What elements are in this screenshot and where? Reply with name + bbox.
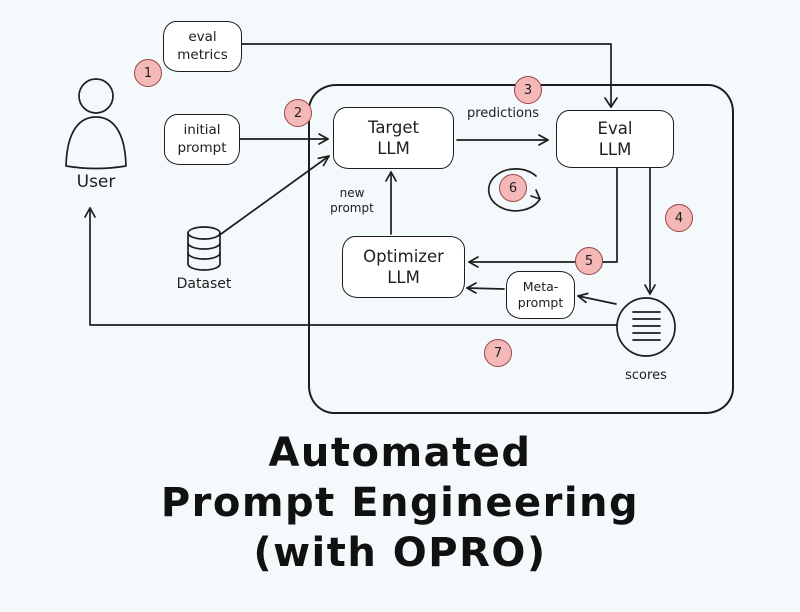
arrow-feedback-to-user — [84, 207, 617, 326]
arrow-eval-llm-to-scores — [644, 166, 656, 295]
database-icon — [187, 226, 221, 271]
step-badge-3: 3 — [514, 76, 542, 104]
arrow-eval-llm-to-optimizer-llm — [468, 166, 618, 268]
user-icon — [65, 78, 127, 170]
meta-prompt-label-line2: prompt — [517, 295, 564, 310]
target-llm-label-line1: Target — [367, 117, 420, 137]
scores-label: scores — [625, 368, 667, 383]
new-prompt-label-line1: new — [339, 186, 365, 200]
arrow-eval-metrics-to-eval-llm — [240, 43, 618, 108]
user-label: User — [76, 172, 116, 192]
eval-metrics-box: eval metrics — [163, 21, 242, 72]
initial-prompt-label-line1: initial — [183, 121, 221, 138]
arrow-dataset-to-target-llm — [220, 155, 330, 235]
target-llm-box: Target LLM — [333, 107, 454, 169]
step-badge-1: 1 — [134, 59, 162, 87]
new-prompt-label-line2: prompt — [330, 201, 374, 215]
optimizer-llm-label-line1: Optimizer — [363, 246, 444, 266]
loop-icon — [487, 168, 541, 212]
arrow-initial-prompt-to-target-llm — [238, 133, 329, 145]
title-line-1: Automated — [268, 430, 532, 476]
eval-llm-label-line1: Eval — [597, 118, 633, 138]
meta-prompt-box: Meta- prompt — [506, 271, 575, 319]
new-prompt-label: new prompt — [324, 186, 380, 216]
predictions-label: predictions — [467, 106, 539, 121]
scores-icon — [616, 297, 676, 357]
target-llm-label-line2: LLM — [377, 139, 410, 158]
step-badge-7: 7 — [484, 339, 512, 367]
eval-llm-label-line2: LLM — [598, 140, 632, 159]
eval-metrics-label-line2: metrics — [177, 46, 228, 63]
arrow-predictions — [456, 134, 549, 146]
initial-prompt-label-line2: prompt — [177, 139, 227, 156]
step-badge-4: 4 — [665, 204, 693, 232]
dataset-label: Dataset — [176, 276, 232, 292]
step-badge-6: 6 — [499, 174, 527, 202]
title-line-3: (with OPRO) — [253, 530, 547, 576]
initial-prompt-box: initial prompt — [164, 114, 240, 165]
optimizer-llm-box: Optimizer LLM — [342, 236, 465, 298]
step-badge-2: 2 — [284, 99, 312, 127]
arrow-new-prompt — [385, 171, 397, 235]
arrow-scores-to-meta-prompt — [577, 292, 617, 305]
arrow-meta-prompt-to-optimizer-llm — [466, 282, 505, 294]
eval-llm-box: Eval LLM — [556, 110, 674, 168]
step-badge-5: 5 — [575, 247, 603, 275]
eval-metrics-label-line1: eval — [188, 28, 217, 45]
optimizer-llm-label-line2: LLM — [387, 268, 420, 287]
title-line-2: Prompt Engineering — [160, 480, 640, 526]
meta-prompt-label-line1: Meta- — [522, 278, 559, 294]
